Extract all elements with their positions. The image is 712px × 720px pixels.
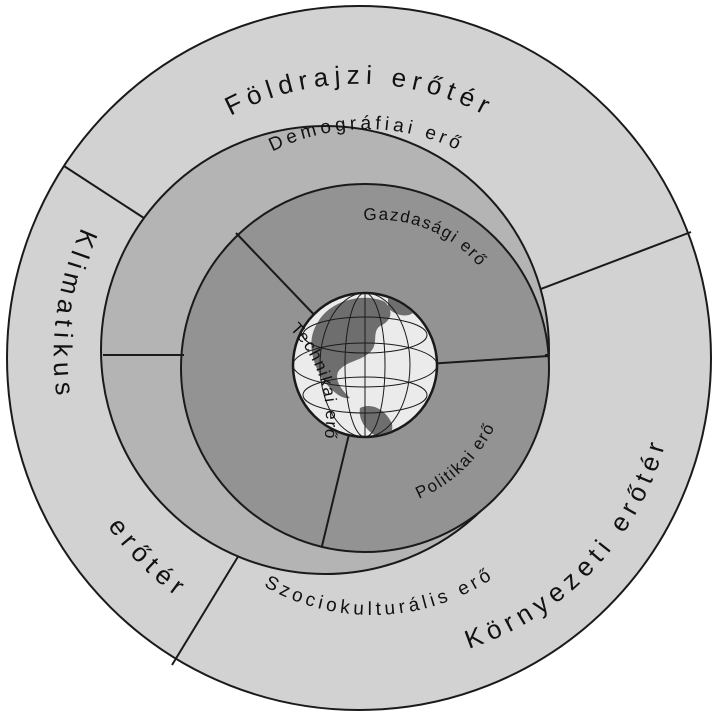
concentric-forces-diagram: Földrajzi erőtér Klimatikus erőtér Körny…	[0, 0, 712, 715]
diagram-canvas: Földrajzi erőtér Klimatikus erőtér Körny…	[0, 0, 712, 715]
